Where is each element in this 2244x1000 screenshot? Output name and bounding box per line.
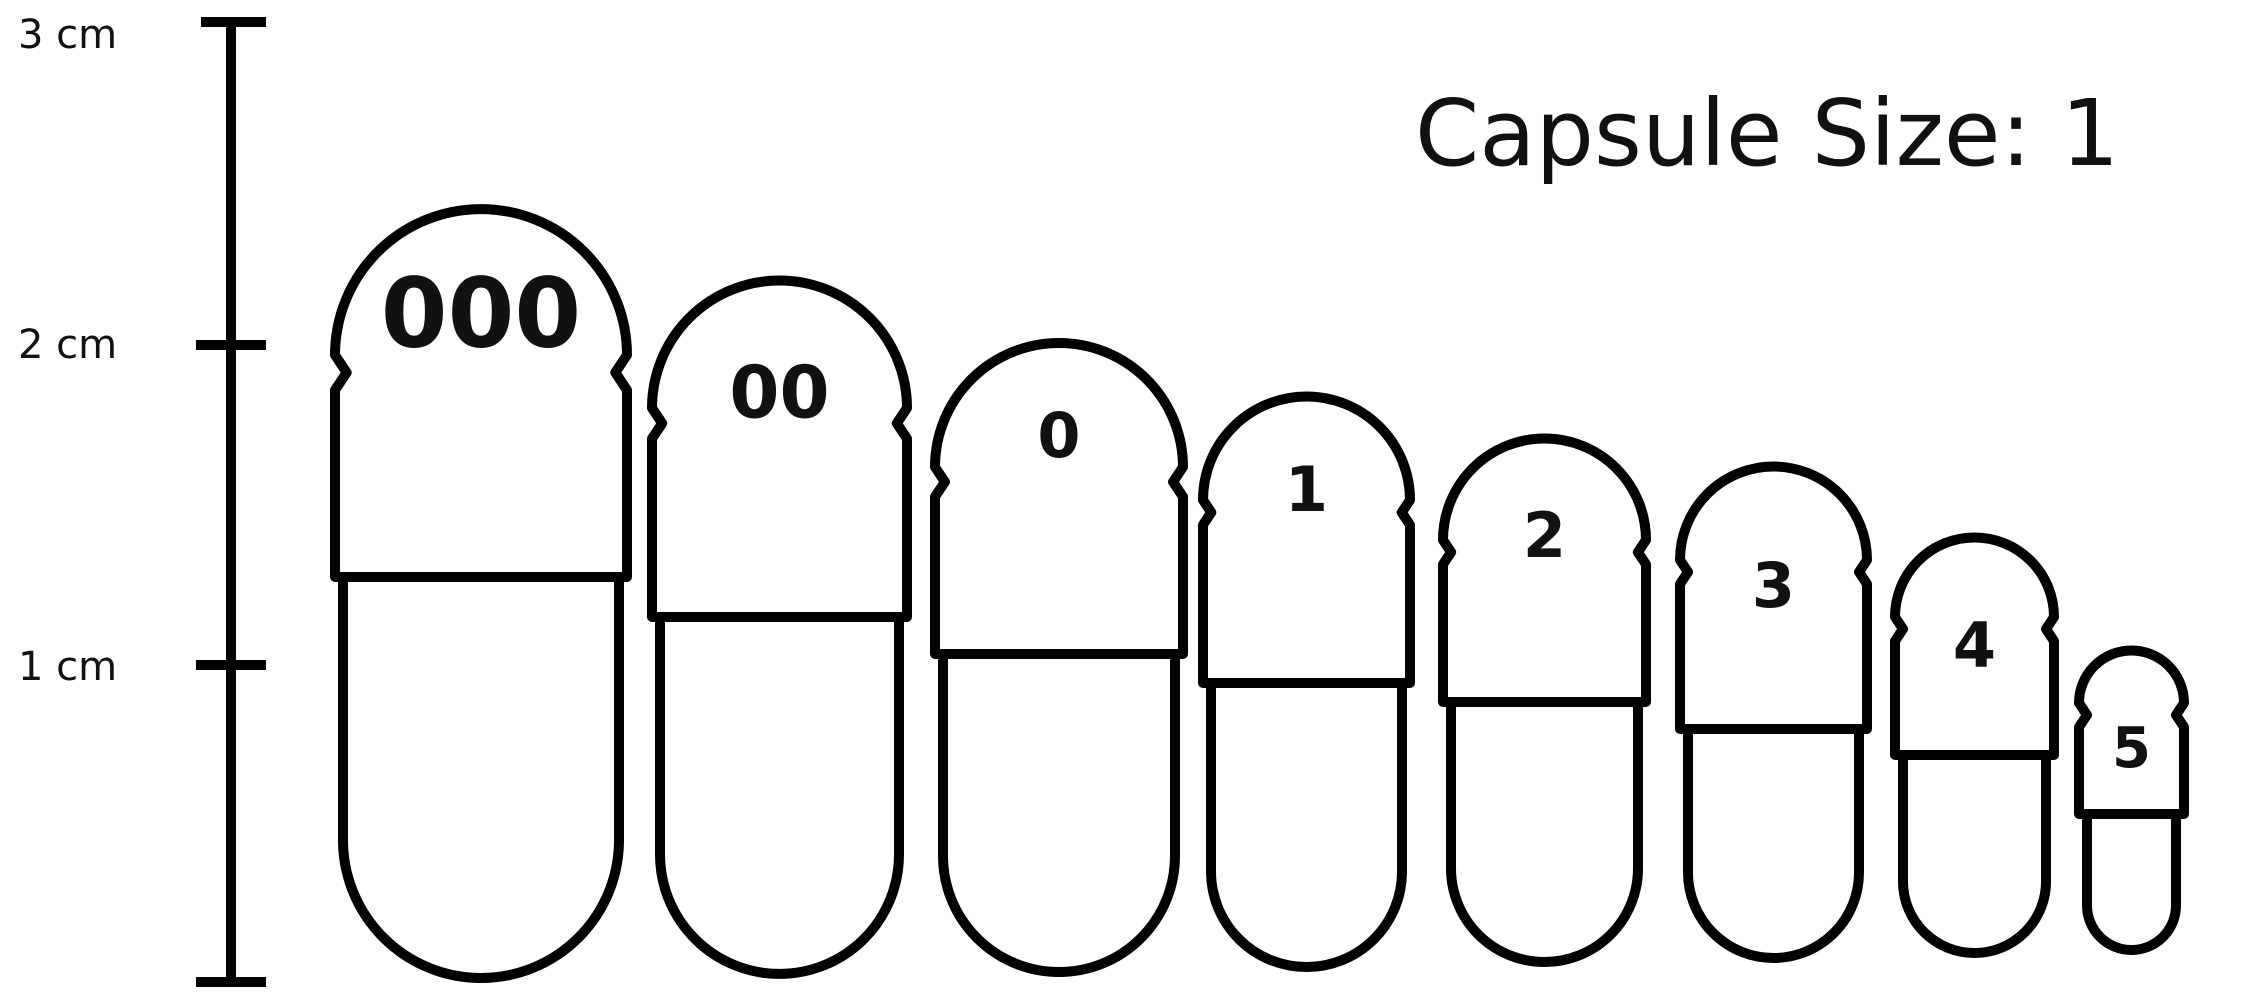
capsule-label: 3 bbox=[1752, 549, 1795, 622]
capsule-body bbox=[655, 612, 904, 979]
capsule-4: 1 bbox=[1198, 391, 1415, 972]
scale-label-1cm: 1 cm bbox=[18, 644, 117, 690]
capsule-cap bbox=[930, 338, 1188, 659]
capsule-cap bbox=[2074, 645, 2189, 819]
measurement-scale: 3 cm 2 cm 1 cm bbox=[18, 12, 266, 987]
capsule-2: 00 bbox=[647, 275, 912, 979]
capsule-cap bbox=[1675, 461, 1872, 734]
capsule-label: 2 bbox=[1523, 499, 1566, 572]
capsule-cap bbox=[647, 275, 912, 622]
capsule-cap bbox=[330, 204, 632, 582]
capsule-label: 0 bbox=[1037, 399, 1080, 472]
scale-label-2cm: 2 cm bbox=[18, 322, 117, 368]
capsule-6: 3 bbox=[1675, 461, 1872, 963]
capsule-8: 5 bbox=[2074, 645, 2189, 955]
capsule-3: 0 bbox=[930, 338, 1188, 977]
capsule-cap bbox=[1438, 433, 1651, 707]
capsule-cap bbox=[1198, 391, 1415, 688]
scale-label-3cm: 3 cm bbox=[18, 12, 117, 58]
capsule-label: 1 bbox=[1285, 453, 1328, 526]
capsule-body bbox=[338, 572, 624, 983]
capsule-label: 00 bbox=[729, 351, 829, 435]
capsule-body bbox=[938, 649, 1180, 977]
capsule-1: 000 bbox=[330, 204, 632, 983]
capsule-cap bbox=[1890, 532, 2059, 760]
capsule-5: 2 bbox=[1438, 433, 1651, 967]
diagram-title: Capsule Size: 1 bbox=[1415, 80, 2120, 187]
capsule-label: 4 bbox=[1953, 609, 1996, 682]
capsule-label: 000 bbox=[381, 257, 581, 369]
capsule-body bbox=[2082, 809, 2181, 955]
capsule-7: 4 bbox=[1890, 532, 2059, 958]
capsule-body bbox=[1898, 750, 2051, 958]
capsule-body bbox=[1446, 697, 1643, 967]
capsule-label: 5 bbox=[2112, 716, 2151, 781]
capsule-body bbox=[1683, 724, 1864, 963]
capsule-body bbox=[1206, 678, 1407, 972]
